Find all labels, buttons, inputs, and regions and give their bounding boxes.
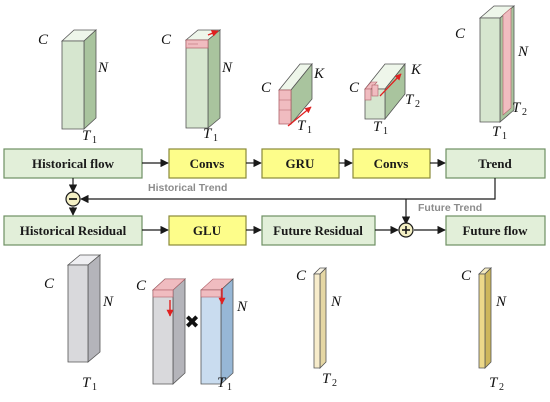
label-t: T	[203, 126, 213, 142]
convs-box	[168, 148, 247, 179]
tensor-historical-residual: C N T 1	[44, 254, 114, 393]
row-trend-pipeline: Historical flow Convs GRU Convs Trend	[3, 148, 546, 179]
label-n: N	[517, 44, 529, 60]
label-t: T	[297, 118, 307, 134]
label-t: T	[492, 124, 502, 140]
slide-arrow-icon	[207, 30, 219, 37]
tensor-glu-gray: C	[136, 278, 187, 385]
label-c: C	[296, 268, 307, 284]
gru-pink-slice	[278, 89, 292, 125]
label-n: N	[97, 60, 109, 76]
tensor-future-flow: C N T 2	[461, 267, 507, 393]
convs-label: Convs	[190, 156, 225, 171]
label-n: N	[221, 60, 233, 76]
label-t: T	[217, 375, 227, 391]
label-c: C	[349, 80, 360, 96]
trend-pink-slice	[502, 7, 512, 116]
row-residual-pipeline: Historical Residual GLU Future Residual …	[3, 215, 546, 246]
label-t: T	[373, 119, 383, 135]
label-t: T	[489, 375, 499, 391]
tensor-convs2-input: C K T 2 T 1	[349, 62, 422, 137]
label-sub-2: 2	[332, 378, 337, 389]
tensor-future-residual: C N T 2	[296, 267, 342, 389]
future-residual-box	[261, 215, 376, 246]
historical-residual-box	[3, 215, 143, 246]
future-residual-label: Future Residual	[273, 223, 363, 238]
future-flow-box	[445, 215, 546, 246]
label-c: C	[461, 268, 472, 284]
tensor-glu-blue: N T 1	[200, 278, 248, 393]
label-c: C	[38, 32, 49, 48]
label-sub-2: 2	[522, 107, 527, 118]
label-t: T	[405, 92, 415, 108]
convs-box-2	[352, 148, 431, 179]
tensor-gru-input: C K T 1	[261, 62, 325, 136]
convs-label-2: Convs	[374, 156, 409, 171]
add-operator	[398, 222, 414, 238]
arrow-historical-trend	[80, 178, 496, 204]
glu-gray-slice	[152, 289, 174, 298]
label-sub-2: 2	[415, 99, 420, 110]
label-t: T	[512, 100, 522, 116]
trend-label: Trend	[478, 156, 512, 171]
label-sub-1: 1	[227, 382, 232, 393]
tensor-trend-output: C N T 2 T 1	[455, 5, 529, 142]
tensor-historical-input: C N T 1	[38, 29, 109, 146]
label-c: C	[455, 26, 466, 42]
label-c: C	[161, 32, 172, 48]
label-n: N	[330, 294, 342, 310]
historical-trend-note: Historical Trend	[148, 182, 227, 194]
tensor-convs-input: C N T 1	[161, 29, 233, 144]
sequence-arrow-icon	[287, 106, 312, 127]
label-n: N	[236, 299, 248, 315]
label-sub-1: 1	[383, 126, 388, 137]
gate-multiply-icon: ✖	[184, 312, 199, 332]
convs2-kernel-slice	[364, 88, 372, 101]
label-c: C	[261, 80, 272, 96]
label-k: K	[313, 66, 325, 82]
label-c: C	[136, 278, 147, 294]
label-t: T	[82, 128, 92, 144]
label-k: K	[410, 62, 422, 78]
label-sub-1: 1	[213, 133, 218, 144]
subtract-operator	[65, 191, 81, 207]
label-t: T	[82, 375, 92, 391]
label-c: C	[44, 276, 55, 292]
glu-box	[168, 215, 247, 246]
gru-box	[261, 148, 340, 179]
gru-label: GRU	[286, 156, 316, 171]
label-sub-1: 1	[92, 382, 97, 393]
label-sub-2: 2	[499, 382, 504, 393]
label-n: N	[495, 294, 507, 310]
historical-flow-label: Historical flow	[32, 156, 115, 171]
glu-blue-slice	[200, 289, 222, 298]
glu-label: GLU	[193, 223, 222, 238]
label-sub-1: 1	[92, 135, 97, 146]
label-sub-1: 1	[307, 125, 312, 136]
label-t: T	[322, 371, 332, 387]
trend-connectors: Historical Trend Future Trend	[68, 178, 496, 225]
future-trend-note: Future Trend	[418, 202, 482, 214]
slide-arrow-icon-2	[379, 73, 402, 97]
historical-residual-label: Historical Residual	[20, 223, 127, 238]
future-flow-label: Future flow	[462, 223, 528, 238]
label-sub-1: 1	[502, 131, 507, 142]
label-n: N	[102, 294, 114, 310]
